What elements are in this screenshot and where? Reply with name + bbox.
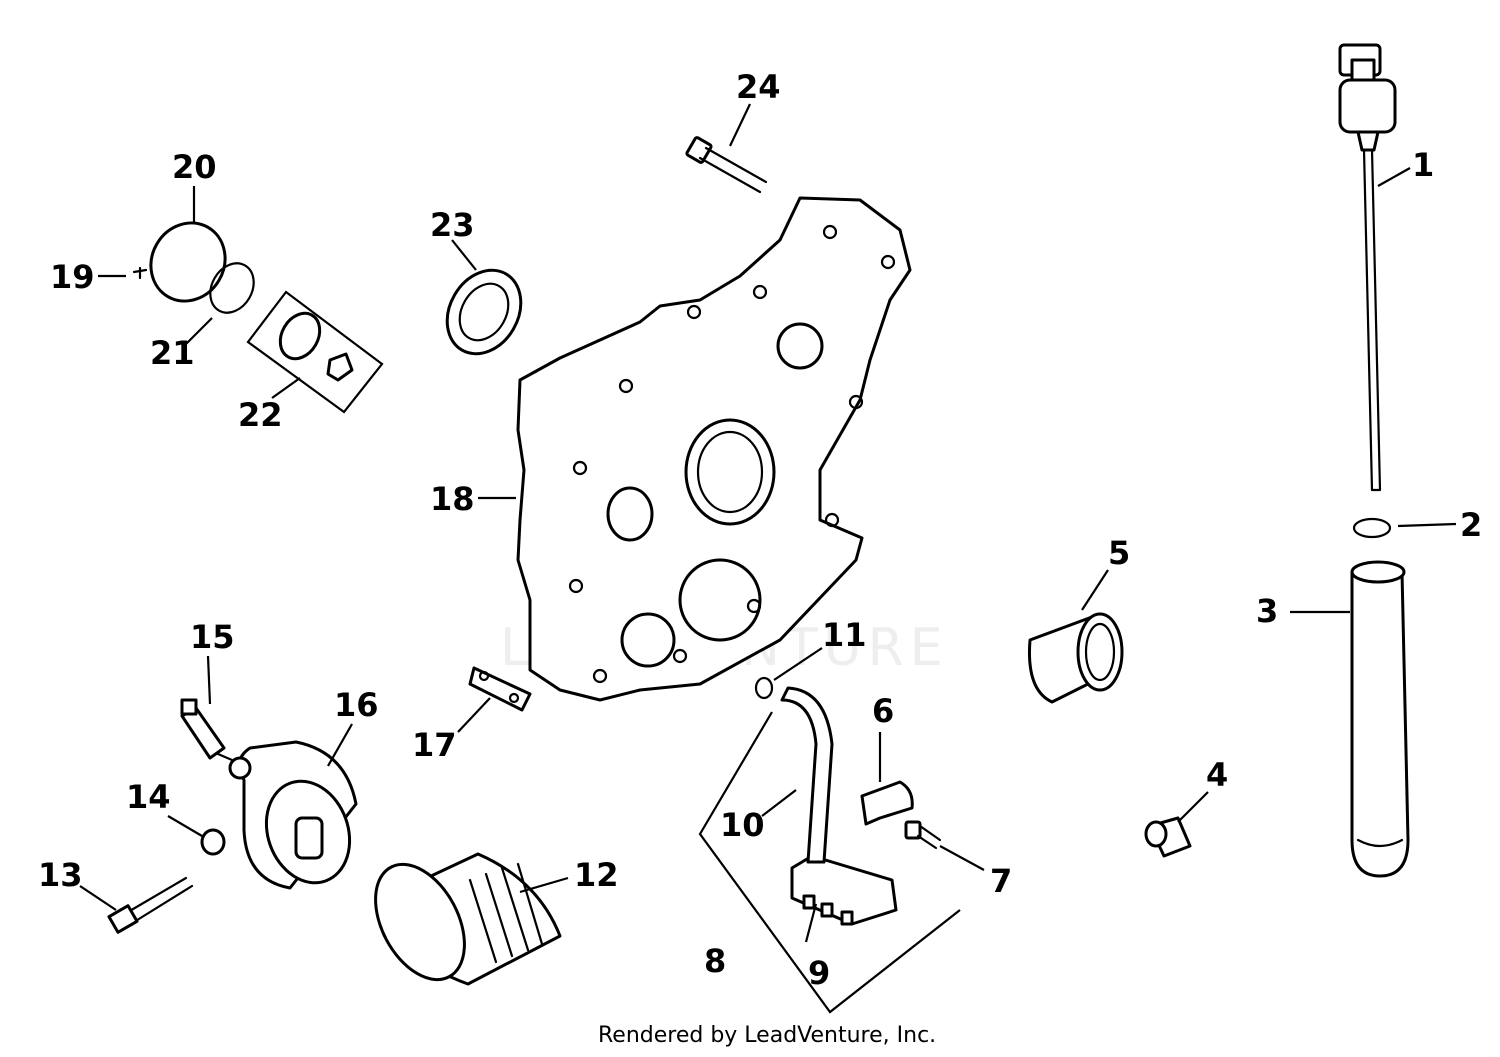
callout-12[interactable]: 12 [574,856,619,894]
callout-17[interactable]: 17 [412,726,457,764]
callout-14[interactable]: 14 [126,778,171,816]
callout-23[interactable]: 23 [430,206,475,244]
bracket-8 [698,711,961,1014]
screw-7-part[interactable] [904,820,942,850]
kit-22-part[interactable] [246,290,384,414]
washer-part[interactable] [200,828,226,856]
callout-9[interactable]: 9 [808,954,830,992]
housing-cover-part[interactable] [516,196,912,702]
sensor-part[interactable] [180,698,234,762]
callout-24[interactable]: 24 [736,68,781,106]
callout-2[interactable]: 2 [1460,506,1482,544]
callout-1[interactable]: 1 [1412,146,1434,184]
filter-adapter-part[interactable] [228,740,363,895]
callout-11[interactable]: 11 [822,616,867,654]
oil-filter-part[interactable] [357,849,562,994]
pickup-screen-part[interactable] [790,854,898,926]
callouts: 1 2 3 4 5 6 7 8 9 10 11 12 13 14 15 16 1… [38,68,1482,992]
callout-13[interactable]: 13 [38,856,83,894]
dipstick-part[interactable] [1338,43,1397,492]
callout-7[interactable]: 7 [990,862,1012,900]
callout-18[interactable]: 18 [430,480,475,518]
pickup-tube-part[interactable] [780,686,834,864]
callout-19[interactable]: 19 [50,258,95,296]
leader-lines [79,103,1457,943]
credit-text: Rendered by LeadVenture, Inc. [598,1023,936,1048]
seal-part[interactable] [433,257,536,367]
callout-5[interactable]: 5 [1108,534,1130,572]
callout-22[interactable]: 22 [238,396,283,434]
o-ring-11[interactable] [754,676,774,700]
o-ring-2[interactable] [1352,517,1392,539]
callout-6[interactable]: 6 [872,692,894,730]
screw-19-part[interactable] [132,266,148,280]
bolt-13-part[interactable] [107,876,194,934]
clip-part[interactable] [860,780,914,826]
callout-21[interactable]: 21 [150,334,195,372]
bearing-part[interactable] [1027,612,1124,704]
plug-part[interactable] [1144,816,1192,858]
callout-20[interactable]: 20 [172,148,217,186]
cover-plate-part[interactable] [137,209,239,314]
callout-10[interactable]: 10 [720,806,765,844]
callout-8[interactable]: 8 [704,942,726,980]
callout-15[interactable]: 15 [190,618,235,656]
callout-3[interactable]: 3 [1256,592,1278,630]
dipstick-tube-part[interactable] [1350,560,1410,878]
o-ring-21[interactable] [202,255,263,320]
callout-4[interactable]: 4 [1206,756,1228,794]
gasket-17-part[interactable] [468,666,532,712]
callout-16[interactable]: 16 [334,686,379,724]
bolt-24-part[interactable] [685,136,768,194]
